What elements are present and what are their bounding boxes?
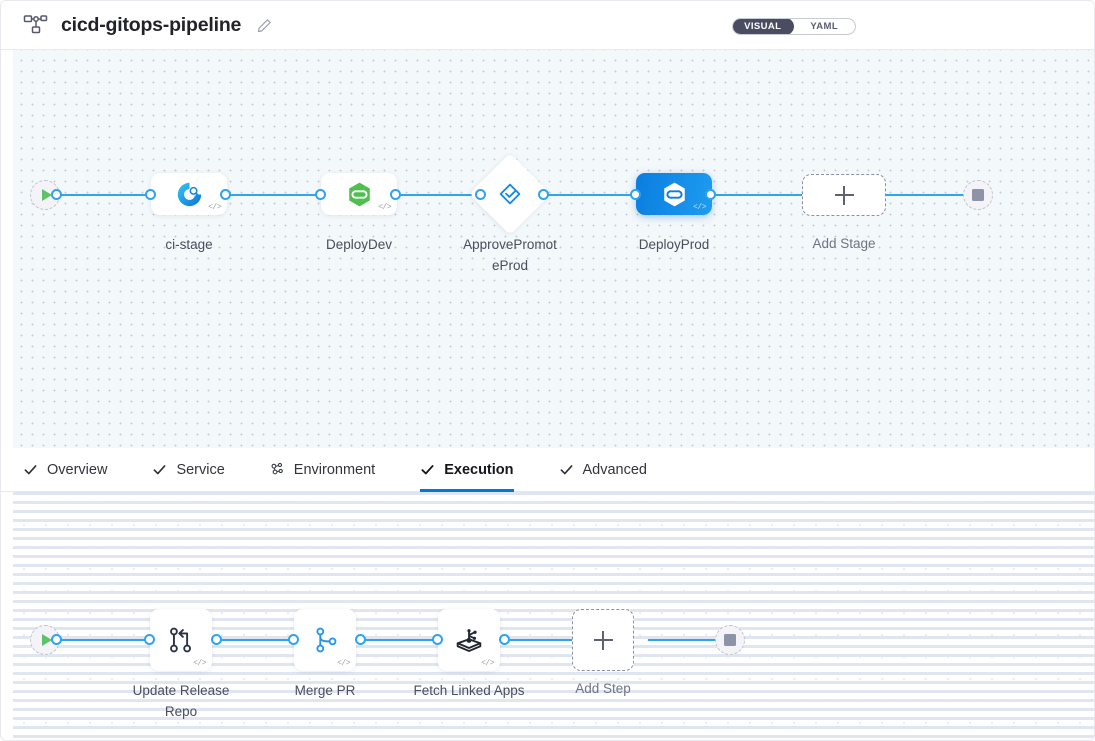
edge-update-to-merge (216, 639, 302, 641)
edge-approve-to-deployprod (543, 194, 643, 196)
tab-label: Advanced (582, 461, 648, 478)
tab-advanced[interactable]: Advanced (559, 448, 665, 491)
stage-node-approve-promote-prod[interactable] (468, 152, 552, 236)
stage-label-deploy-prod: DeployProd (638, 237, 710, 252)
add-step-label: Add Step (575, 681, 631, 696)
port-update-out[interactable] (211, 634, 222, 645)
port-approve-in[interactable] (475, 189, 486, 200)
step-graph-canvas[interactable]: </> Update Release Repo </> Merge PR (13, 492, 1094, 740)
stage-config-tabs: Overview Service Environment (1, 448, 1094, 492)
tab-label: Execution (444, 461, 514, 478)
plus-icon (593, 630, 613, 650)
git-branch-icon (316, 627, 337, 653)
port-start-out[interactable] (51, 189, 62, 200)
step-label-merge-pr: Merge PR (294, 683, 356, 698)
stage-node-deploy-dev[interactable]: </> (321, 173, 397, 215)
stage-node-deploy-prod[interactable]: </> (636, 173, 712, 215)
argo-squid-icon (456, 629, 482, 652)
stage-end-node[interactable] (963, 180, 993, 210)
edge-step-start-to-update (53, 639, 150, 641)
cluster-icon (270, 462, 285, 477)
tab-service[interactable]: Service (152, 448, 241, 491)
stage-graph-canvas[interactable]: </> ci-stage </> DeployDev Ap (13, 50, 1094, 448)
stage-label-deploy-dev: DeployDev (325, 237, 393, 252)
edge-ci-to-deploydev (225, 194, 325, 196)
port-deployprod-in[interactable] (630, 189, 641, 200)
git-merge-icon (170, 627, 191, 653)
edge-fetch-to-addstep (504, 639, 576, 641)
code-badge: </> (337, 659, 350, 668)
tab-environment[interactable]: Environment (270, 448, 392, 491)
page-title: cicd-gitops-pipeline (61, 13, 242, 36)
header-bar: cicd-gitops-pipeline VISUAL YAML (1, 1, 1094, 50)
check-icon (559, 462, 574, 477)
tab-label: Overview (47, 461, 108, 478)
port-update-in[interactable] (144, 634, 155, 645)
edge-merge-to-fetch (360, 639, 448, 641)
add-stage-label: Add Stage (812, 236, 876, 251)
add-step-button[interactable] (572, 609, 634, 671)
step-node-fetch-linked-apps[interactable]: </> (438, 609, 500, 671)
code-badge: </> (481, 659, 494, 668)
port-ci-in[interactable] (145, 189, 156, 200)
code-badge: </> (693, 203, 706, 212)
view-mode-toggle[interactable]: VISUAL YAML (732, 18, 856, 35)
pipeline-icon (23, 14, 49, 36)
step-label-fetch-linked-apps: Fetch Linked Apps (413, 683, 525, 698)
edge-start-to-ci (53, 194, 150, 196)
check-icon (420, 462, 435, 477)
white-hexagon-icon (663, 182, 685, 206)
port-ci-out[interactable] (220, 189, 231, 200)
edge-addstep-to-step-end (648, 639, 733, 641)
add-stage-button[interactable] (802, 174, 886, 216)
ci-circle-icon (177, 182, 201, 206)
edit-pencil-icon[interactable] (257, 18, 272, 33)
tab-label: Service (176, 461, 225, 478)
stop-icon (724, 634, 736, 646)
tab-execution[interactable]: Execution (420, 448, 530, 492)
tab-overview[interactable]: Overview (23, 448, 124, 491)
approval-diamond-icon (481, 165, 539, 223)
code-badge: </> (193, 659, 206, 668)
code-badge: </> (208, 203, 221, 212)
edge-deploydev-to-approve (395, 194, 500, 196)
stage-start-node[interactable] (30, 180, 60, 210)
step-node-merge-pr[interactable]: </> (294, 609, 356, 671)
edge-deployprod-to-addstage (710, 194, 803, 196)
play-icon (41, 634, 52, 646)
toggle-option-yaml[interactable]: YAML (810, 21, 839, 32)
stop-icon (972, 189, 984, 201)
green-hexagon-icon (348, 182, 370, 206)
port-step-start-out[interactable] (51, 634, 62, 645)
port-deploydev-out[interactable] (390, 189, 401, 200)
stage-label-ci-stage: ci-stage (165, 237, 213, 252)
port-approve-out[interactable] (538, 189, 549, 200)
port-fetch-in[interactable] (432, 634, 443, 645)
code-badge: </> (378, 203, 391, 212)
port-deployprod-out[interactable] (705, 189, 716, 200)
step-label-update-release-repo: Update Release Repo (132, 683, 230, 719)
step-node-update-release-repo[interactable]: </> (150, 609, 212, 671)
step-end-node[interactable] (715, 625, 745, 655)
stage-label-approve-promote-prod: ApprovePromoteProd (463, 237, 557, 273)
plus-icon (834, 185, 854, 205)
check-icon (152, 462, 167, 477)
check-icon (23, 462, 38, 477)
play-icon (41, 189, 52, 201)
toggle-option-visual[interactable]: VISUAL (733, 19, 794, 34)
port-merge-out[interactable] (355, 634, 366, 645)
header-left-group: cicd-gitops-pipeline (23, 14, 272, 37)
port-fetch-out[interactable] (499, 634, 510, 645)
edge-addstage-to-end (881, 194, 976, 196)
stage-node-ci-stage[interactable]: </> (151, 173, 227, 215)
port-deploydev-in[interactable] (315, 189, 326, 200)
port-merge-in[interactable] (288, 634, 299, 645)
tab-label: Environment (293, 461, 376, 478)
